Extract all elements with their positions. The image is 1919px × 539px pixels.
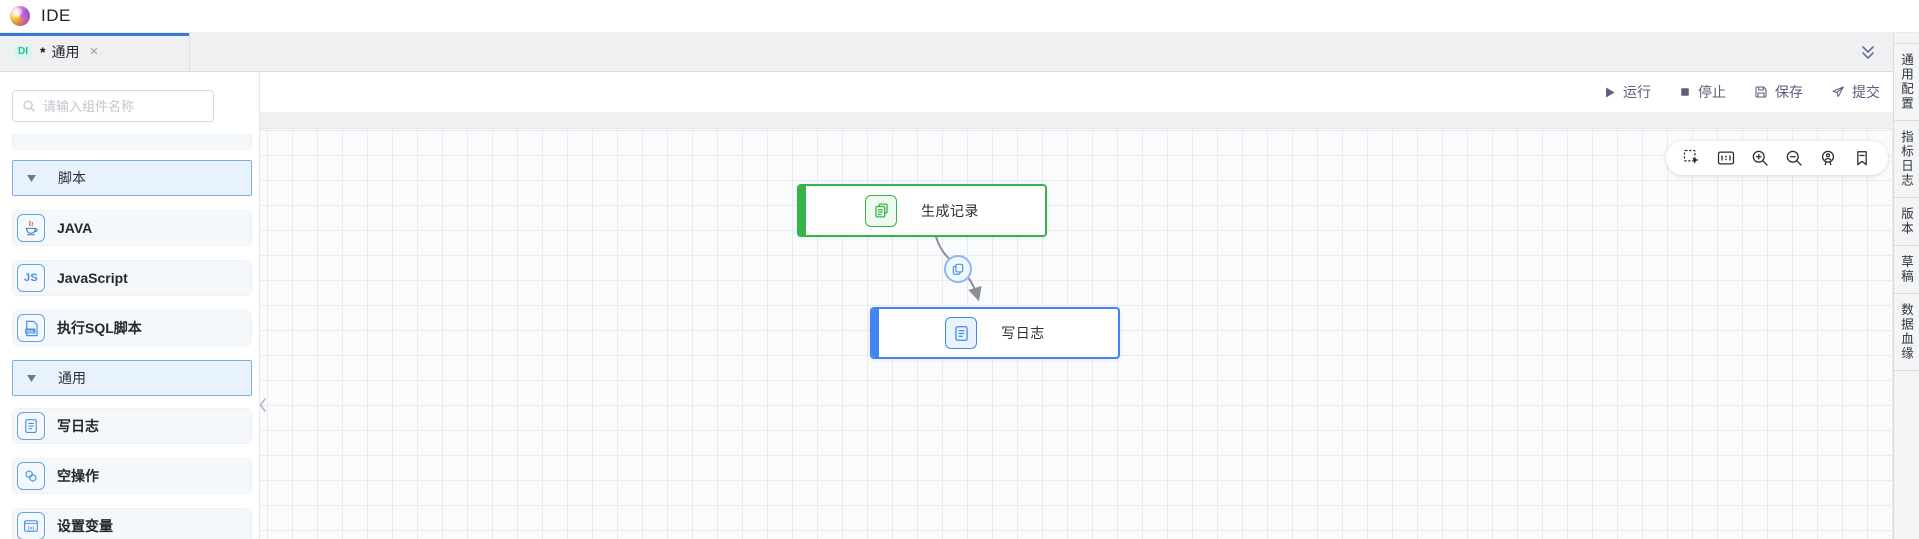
panel-collapse-handle[interactable] <box>255 390 271 420</box>
locate-view-icon[interactable] <box>1818 148 1838 168</box>
svg-text:(x): (x) <box>28 526 34 532</box>
component-item-noop[interactable]: 空操作 <box>12 458 252 494</box>
node-label: 写日志 <box>1001 325 1045 341</box>
component-item-java[interactable]: JAVA <box>12 210 252 246</box>
node-label: 生成记录 <box>921 202 979 219</box>
panel-tab-version[interactable]: 版本 <box>1894 198 1919 246</box>
stop-icon <box>1681 88 1689 96</box>
sql-file-icon: SQL <box>17 314 45 342</box>
component-label: 设置变量 <box>57 518 113 534</box>
java-icon <box>17 214 45 242</box>
svg-text:SQL: SQL <box>26 329 34 333</box>
node-accent-bar <box>799 186 806 235</box>
component-item-set-variable[interactable]: (x) 设置变量 <box>12 508 252 539</box>
zoom-in-icon[interactable] <box>1750 148 1770 168</box>
collapse-panel-icon[interactable] <box>1858 43 1878 63</box>
minimap-icon[interactable] <box>1716 148 1736 168</box>
javascript-icon: JS <box>17 264 45 292</box>
section-label: 通用 <box>58 370 86 386</box>
panel-tab-metrics-log[interactable]: 指标日志 <box>1894 121 1919 198</box>
component-label: JAVA <box>57 220 93 236</box>
section-header-general[interactable]: 通用 <box>12 360 252 396</box>
component-label: JavaScript <box>57 270 128 286</box>
tab-general[interactable]: DI * 通用 × <box>0 33 190 71</box>
bookmark-icon[interactable] <box>1852 148 1872 168</box>
panel-tab-draft[interactable]: 草稿 <box>1894 246 1919 294</box>
select-tool-icon[interactable] <box>1682 148 1702 168</box>
tab-bar: DI * 通用 × <box>0 33 1893 72</box>
write-log-node-icon <box>945 317 978 349</box>
paper-plane-icon <box>1832 86 1844 97</box>
tab-title: 通用 <box>51 44 80 60</box>
app-header: IDE <box>0 0 1919 33</box>
save-icon <box>1755 86 1767 98</box>
search-input[interactable] <box>43 98 204 114</box>
app-title: IDE <box>41 6 71 25</box>
save-button[interactable]: 保存 <box>1753 82 1803 102</box>
stop-button[interactable]: 停止 <box>1678 82 1726 102</box>
app-logo-icon <box>10 6 30 26</box>
caret-down-icon <box>27 174 36 182</box>
right-side-panel: 通用配置 指标日志 版本 草稿 数据血缘 <box>1893 33 1919 539</box>
submit-button[interactable]: 提交 <box>1830 82 1880 102</box>
component-label: 空操作 <box>57 468 99 484</box>
canvas-top-stripe <box>260 112 1893 129</box>
scrolled-item-partial[interactable] <box>12 134 252 150</box>
tab-type-badge: DI <box>14 45 32 59</box>
run-toolbar: 运行 停止 保存 提交 <box>1590 72 1880 112</box>
node-accent-bar <box>872 309 879 357</box>
node-generate-records[interactable]: 生成记录 <box>797 184 1047 237</box>
play-icon <box>1606 87 1615 97</box>
component-label: 写日志 <box>57 418 99 434</box>
component-item-sql-script[interactable]: SQL 执行SQL脚本 <box>12 310 252 346</box>
search-icon <box>23 100 35 112</box>
edge-copy-badge[interactable] <box>944 255 972 283</box>
write-log-icon <box>17 412 45 440</box>
copy-icon <box>952 263 964 275</box>
set-variable-icon: (x) <box>17 512 45 539</box>
noop-hexagons-icon <box>17 462 45 490</box>
canvas-toolbar <box>1666 141 1888 175</box>
panel-tab-general-config[interactable]: 通用配置 <box>1894 43 1919 121</box>
zoom-out-icon[interactable] <box>1784 148 1804 168</box>
panel-tab-data-lineage[interactable]: 数据血缘 <box>1894 294 1919 371</box>
component-item-write-log[interactable]: 写日志 <box>12 408 252 444</box>
component-search[interactable] <box>12 90 214 122</box>
section-label: 脚本 <box>58 170 86 186</box>
run-button[interactable]: 运行 <box>1602 82 1651 102</box>
unsaved-indicator: * <box>40 44 46 60</box>
tab-close-icon[interactable]: × <box>89 43 99 60</box>
generate-records-icon <box>865 194 897 227</box>
section-header-script[interactable]: 脚本 <box>12 160 252 196</box>
caret-down-icon <box>27 374 36 382</box>
node-write-log[interactable]: 写日志 <box>870 307 1120 359</box>
component-item-javascript[interactable]: JS JavaScript <box>12 260 252 296</box>
component-label: 执行SQL脚本 <box>57 320 142 336</box>
component-panel: 脚本 JAVA JS JavaScript <box>0 72 260 539</box>
